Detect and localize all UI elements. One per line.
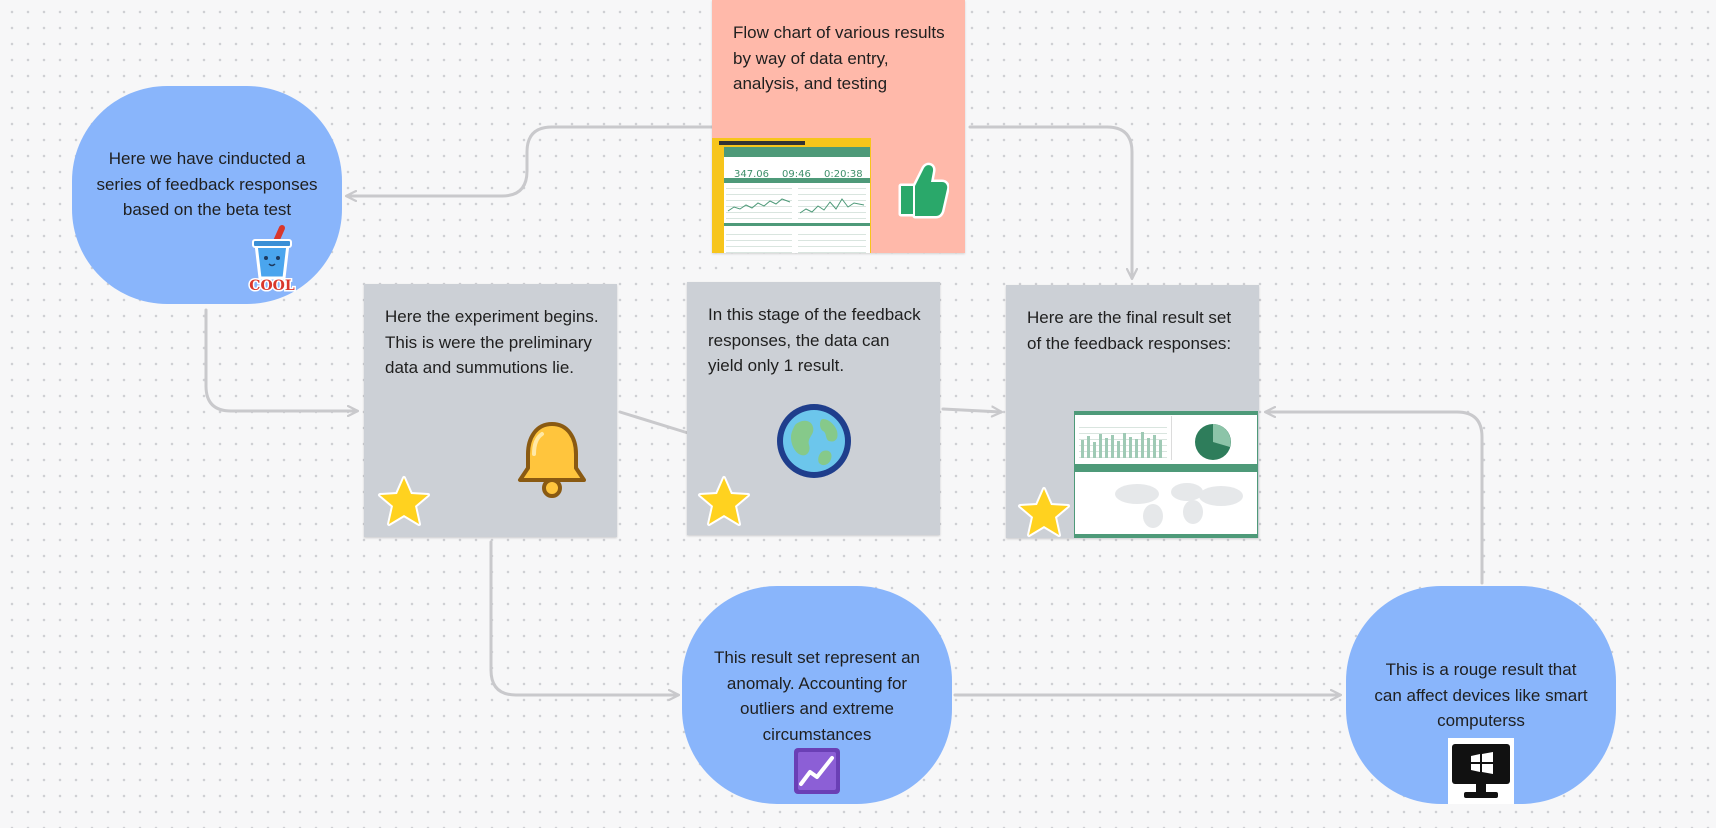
star-icon [1018,487,1070,537]
flow-note-text: Flow chart of various results by way of … [733,23,945,93]
windows-computer-icon [1448,738,1514,804]
metric-value-1: 347.06 [734,169,769,180]
final-card[interactable]: Here are the final result set of the fee… [1006,285,1259,538]
stage-card[interactable]: In this stage of the feedback responses,… [687,282,940,535]
anomaly-text: This result set represent an anomaly. Ac… [714,648,920,744]
metric-value-3: 0:20:38 [824,169,863,180]
anomaly-oval[interactable]: This result set represent an anomaly. Ac… [682,586,952,804]
dashboard-thumbnail-top: 347.06 09:46 0:20:38 [712,138,871,253]
globe-icon [777,404,851,478]
connector-rogue-to-final[interactable] [1266,412,1484,585]
intro-text: Here we have cinducted a series of feedb… [96,149,318,219]
thumbs-up-icon [898,162,949,219]
star-icon [378,476,430,526]
flow-note-card[interactable]: Flow chart of various results by way of … [712,0,965,253]
final-text: Here are the final result set of the fee… [1027,308,1232,353]
connector-experiment-to-anomaly[interactable] [489,540,678,695]
dashboard-thumbnail-final [1074,411,1258,538]
connector-flow-note-to-intro[interactable] [347,125,714,196]
intro-oval[interactable]: Here we have cinducted a series of feedb… [72,86,342,304]
star-icon [698,476,750,526]
experiment-text: Here the experiment begins. This is were… [385,307,599,377]
experiment-card[interactable]: Here the experiment begins. This is were… [364,284,617,537]
connector-flow-note-to-final[interactable] [968,125,1132,278]
connector-stage-to-final[interactable] [941,409,1001,412]
metric-value-2: 09:46 [782,169,811,180]
stage-text: In this stage of the feedback responses,… [708,305,921,375]
chart-increasing-icon [794,748,840,794]
rogue-oval[interactable]: This is a rouge result that can affect d… [1346,586,1616,804]
bell-icon [518,422,586,498]
connector-experiment-to-stage[interactable] [618,410,690,435]
cool-sticker-label: COOL [249,278,295,294]
cool-cup-sticker: COOL [248,225,296,294]
rogue-text: This is a rouge result that can affect d… [1374,660,1588,730]
connector-intro-to-experiment[interactable] [204,308,357,411]
